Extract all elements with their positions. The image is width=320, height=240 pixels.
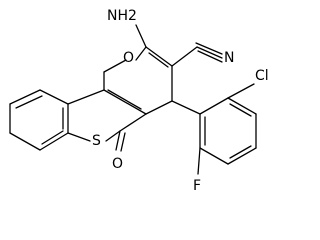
amino-label: NH2 <box>107 8 137 24</box>
bond-cn-triple-1 <box>196 46 223 59</box>
bond-c1-nh2 <box>135 24 147 48</box>
bond-c4a-c5 <box>119 113 147 132</box>
bond-benzo-inner-1 <box>15 95 43 109</box>
bond-c5-o-double <box>120 132 126 152</box>
bond-c1-c3 <box>145 46 173 67</box>
ring-oxygen-label: O <box>123 50 134 66</box>
molecule-structure-diagram: NH2 N Cl O S O F <box>9 8 269 194</box>
fluorine-label: F <box>193 178 201 194</box>
bond-s-c5a <box>67 132 91 142</box>
sulfur-label: S <box>92 133 101 149</box>
bond-c4-c4a <box>145 100 173 115</box>
nitrile-nitrogen-label: N <box>224 50 234 66</box>
bond-c1-c3-double <box>148 52 169 68</box>
bond-c5-o <box>115 130 121 151</box>
molecule-svg: NH2 N Cl O S O F <box>9 8 269 194</box>
bond-benzo-2 <box>67 89 105 105</box>
bond-benzo-6 <box>9 132 41 151</box>
carbonyl-oxygen-label: O <box>112 156 123 172</box>
bond-o-c2 <box>103 59 127 73</box>
bond-aryl-cl <box>227 83 255 99</box>
bond-benzo-3 <box>39 89 69 105</box>
bond-aryl-4 <box>227 147 257 165</box>
bond-benzo-4 <box>9 89 41 105</box>
bond-c4a-c10b-double <box>107 89 142 110</box>
bond-cn-triple-2 <box>197 50 223 63</box>
bond-c4a-c10b <box>103 89 147 115</box>
bond-c5-s <box>105 130 121 142</box>
bond-aryl-inner-2 <box>229 145 252 159</box>
bond-aryl-inner-1 <box>229 103 252 117</box>
bond-aryl-5 <box>199 147 229 165</box>
bond-o-c1 <box>135 46 147 61</box>
bond-aryl-2 <box>227 97 257 115</box>
bond-benzo-7 <box>39 132 69 151</box>
chlorine-label: Cl <box>255 68 269 84</box>
bond-c3-cn <box>171 46 198 67</box>
bond-aryl-f <box>197 147 201 175</box>
bond-aryl-1 <box>199 97 229 115</box>
bond-cn-triple-3 <box>195 42 223 55</box>
bond-c4-aryl <box>171 100 201 115</box>
bond-benzo-inner-2 <box>41 130 64 145</box>
